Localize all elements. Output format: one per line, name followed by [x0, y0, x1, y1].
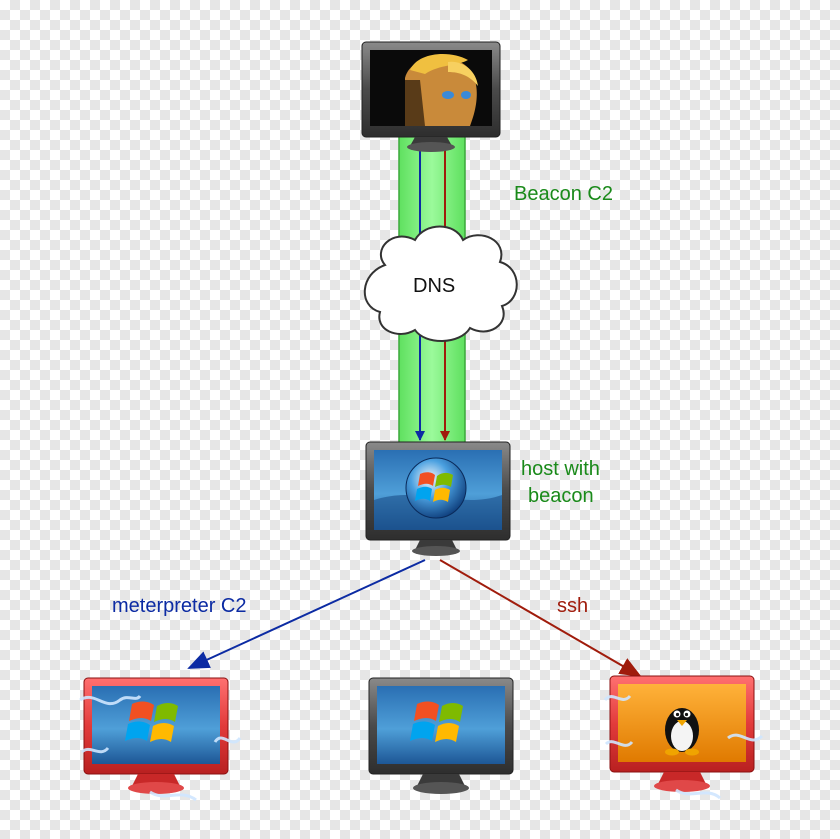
- meterpreter-arrow: [187, 559, 426, 669]
- dns-cloud-icon: [363, 225, 518, 342]
- electric-glow-icon: [603, 694, 764, 800]
- dns-label: DNS: [413, 275, 456, 297]
- host-with-beacon-label-line2: beacon: [528, 485, 594, 507]
- meterpreter-c2-label: meterpreter C2: [112, 595, 247, 617]
- beacon-c2-label: Beacon C2: [514, 183, 613, 205]
- windows-logo-icon: [125, 701, 178, 742]
- windows-orb-icon: [405, 457, 467, 519]
- electric-glow-icon: [79, 694, 242, 802]
- compromised-windows-monitor: [79, 677, 242, 802]
- host-with-beacon-monitor: [365, 441, 511, 556]
- attacker-monitor: [361, 41, 501, 152]
- tux-penguin-icon: [665, 708, 699, 756]
- windows-logo-icon: [410, 701, 463, 742]
- windows-monitor: [368, 677, 514, 794]
- hacker-portrait-icon: [405, 54, 478, 126]
- compromised-linux-monitor: [603, 675, 764, 800]
- host-with-beacon-label-line1: host with: [521, 458, 600, 480]
- ssh-arrow: [439, 559, 642, 678]
- ssh-label: ssh: [557, 595, 589, 617]
